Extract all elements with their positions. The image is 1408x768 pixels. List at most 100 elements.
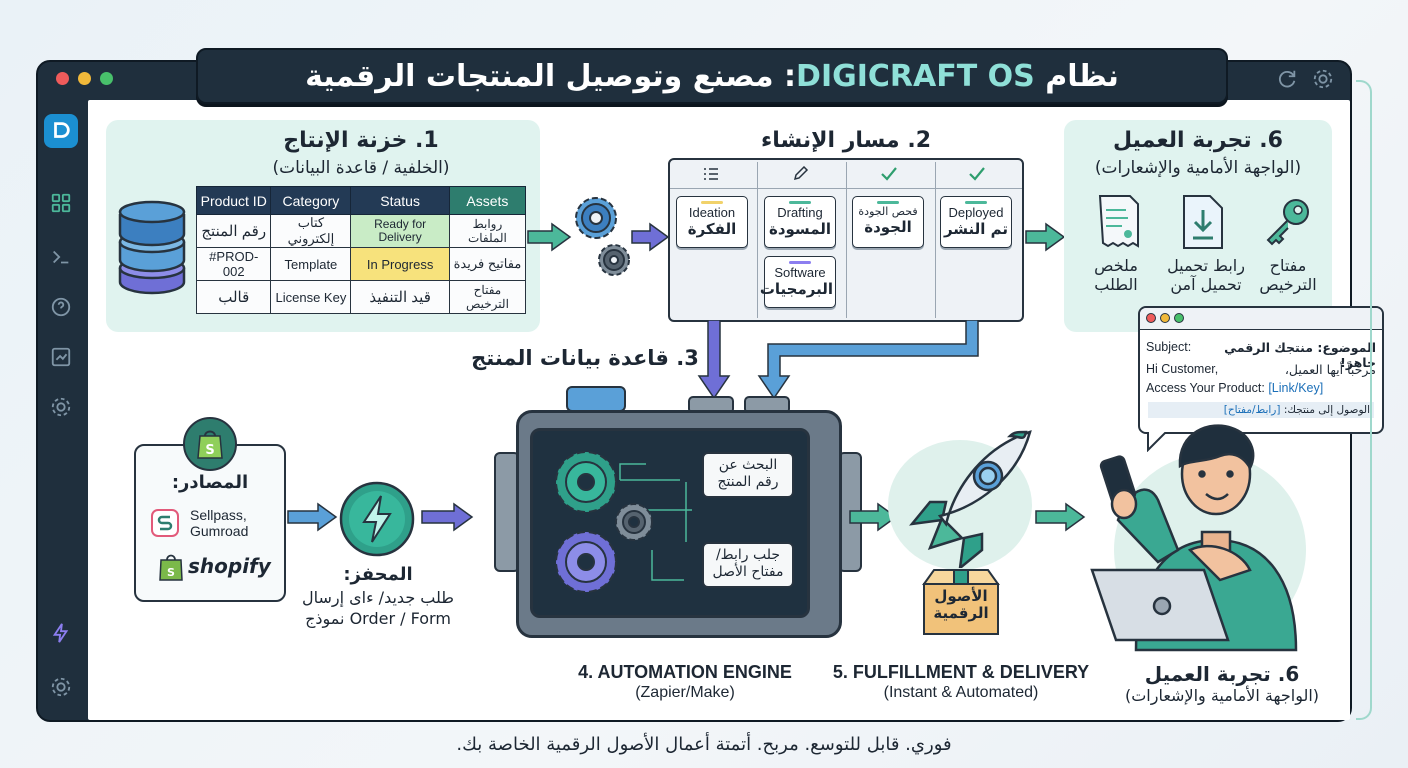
table-header: Status — [350, 186, 450, 215]
table-row: #PROD-002 Template In Progress مفاتيح فر… — [195, 247, 527, 281]
arrow-right-icon — [631, 222, 670, 252]
column-divider — [757, 162, 758, 318]
refresh-icon[interactable] — [1276, 68, 1298, 90]
item-label-line: رابط تحميل — [1167, 256, 1245, 275]
table-cell: روابط الملفات — [448, 214, 527, 248]
card-label-top: فحص الجودة — [858, 205, 918, 218]
grid-icon[interactable] — [44, 186, 78, 220]
card-tag — [877, 201, 899, 204]
card-label-en: Drafting — [777, 205, 823, 220]
section1-title: 1. خزنة الإنتاج — [283, 128, 439, 153]
kanban-card-drafting[interactable]: Drafting المسودة — [764, 196, 836, 248]
kanban-card-quality[interactable]: فحص الجودة الجودة — [852, 196, 924, 248]
email-access-line: Access Your Product: [Link/Key] — [1146, 381, 1376, 395]
email-title-bar — [1140, 308, 1382, 330]
receipt-icon — [1098, 195, 1139, 248]
pencil-icon — [793, 166, 809, 181]
download-icon — [1183, 195, 1223, 249]
product-table: Product ID Category Status Assets رقم ال… — [195, 186, 527, 314]
engine-lookup-box: البحث عن رقم المنتج — [702, 452, 794, 498]
window-accent-line — [1356, 80, 1372, 720]
email-subject-ar: الموضوع: منتجك الرقمي جاهز! — [1224, 340, 1376, 370]
fulfillment-subtitle: (Instant & Automated) — [883, 684, 1039, 701]
table-cell: Template — [270, 247, 352, 281]
arrow-right-icon — [849, 502, 898, 532]
email-access-ar-line: الوصول إلى منتجك: [رابط/مفتاح] — [1148, 402, 1374, 418]
card-tag — [701, 201, 723, 204]
email-subject-line: Subject: الموضوع: منتجك الرقمي جاهز! — [1146, 340, 1376, 370]
customer-illustration — [1090, 424, 1306, 652]
arrow-right-icon — [527, 222, 572, 252]
section6-bottom-title: 6. تجربة العميل — [1144, 662, 1300, 686]
kanban-card-software[interactable]: Software البرمجيات — [759, 256, 836, 308]
source-line: Sellpass, — [190, 507, 247, 523]
terminal-icon[interactable] — [44, 240, 78, 274]
chart-icon[interactable] — [44, 340, 78, 374]
item-label-line: الطلب — [1094, 275, 1138, 295]
logo-icon[interactable] — [44, 114, 78, 148]
kanban-card-ideation[interactable]: Ideation الفكرة — [676, 196, 748, 248]
section2-title: 2. مسار الإنشاء — [761, 128, 931, 153]
trigger-description: طلب جديد/ ‫ءاى إرسال ‏Order / Form نموذج — [290, 588, 466, 630]
svg-text:S: S — [167, 566, 175, 579]
card-label-en: Software — [774, 265, 826, 280]
table-header: Assets — [448, 186, 527, 215]
item-label-line: تحميل آمن — [1170, 275, 1242, 295]
card-label-ar: تم النشر — [943, 219, 1009, 238]
svg-text:S: S — [205, 443, 214, 458]
item-label-line: الترخيص — [1259, 275, 1317, 295]
minimize-window-dot[interactable] — [78, 72, 91, 85]
card-label-en: Ideation — [688, 205, 736, 220]
sellpass-icon — [151, 509, 179, 537]
email-greeting-line: Hi Customer, مرحباً أيها العميل، — [1146, 362, 1376, 377]
database-icon — [118, 200, 186, 295]
table-cell: #PROD-002 — [195, 247, 272, 281]
engine-title: 4. AUTOMATION ENGINE — [578, 662, 792, 682]
maximize-window-dot[interactable] — [100, 72, 113, 85]
arrow-right-icon — [1025, 222, 1066, 252]
table-cell: قالب — [195, 280, 272, 314]
table-cell: قيد التنفيذ — [350, 280, 450, 314]
key-icon — [1266, 199, 1309, 246]
table-cell: License Key — [270, 280, 352, 314]
close-window-dot[interactable] — [56, 72, 69, 85]
card-label-ar: البرمجيات — [759, 279, 833, 298]
digital-assets-label: الأصول الرقمية — [933, 587, 989, 623]
section6-title: 6. تجربة العميل — [1113, 128, 1283, 153]
trigger-line: طلب جديد/ ‫ءاى إرسال — [301, 588, 455, 607]
email-link-ar[interactable]: [رابط/مفتاح] — [1223, 404, 1281, 416]
connector-arrows — [697, 320, 979, 400]
email-maximize-dot[interactable] — [1174, 313, 1184, 323]
kanban-card-deployed[interactable]: Deployed تم النشر — [940, 196, 1012, 248]
gear-icon[interactable] — [44, 390, 78, 424]
help-icon[interactable] — [44, 290, 78, 324]
table-cell: In Progress — [350, 247, 450, 281]
item-label-line: ملخص — [1094, 256, 1138, 275]
item-label-line: مفتاح — [1269, 256, 1307, 275]
gear-icon[interactable] — [44, 670, 78, 704]
section6-subtitle: (الواجهة الأمامية والإشعارات) — [1094, 158, 1302, 178]
lightning-icon[interactable] — [44, 616, 78, 650]
gear-icon[interactable] — [1312, 68, 1334, 90]
arrow-right-icon — [1035, 502, 1086, 532]
table-row: رقم المنتج كتاب إلكتروني Ready for Deliv… — [195, 214, 527, 248]
board-header-divider — [670, 188, 1022, 189]
table-cell: كتاب إلكتروني — [270, 214, 352, 248]
table-cell: Ready for Delivery — [350, 214, 450, 248]
email-close-dot[interactable] — [1146, 313, 1156, 323]
table-cell: مفاتيح فريدة — [448, 247, 527, 281]
table-cell: رقم المنتج — [195, 214, 272, 248]
trigger-title: المحفز: — [343, 564, 413, 585]
engine-fetch-box: جلب رابط/ مفتاح الأصل — [702, 542, 794, 588]
email-minimize-dot[interactable] — [1160, 313, 1170, 323]
card-tag — [965, 201, 987, 204]
gears-icon — [575, 197, 630, 276]
list-icon — [704, 168, 718, 180]
email-access-en: Access Your Product: — [1146, 381, 1265, 395]
table-row: قالب License Key قيد التنفيذ مفتاح الترخ… — [195, 280, 527, 314]
download-label: رابط تحميل تحميل آمن — [1156, 256, 1256, 294]
sellpass-label: Sellpass, Gumroad — [190, 507, 248, 539]
card-label-ar: المسودة — [768, 219, 832, 238]
license-label: مفتاح الترخيص — [1250, 256, 1326, 294]
email-link[interactable]: [Link/Key] — [1268, 381, 1324, 395]
